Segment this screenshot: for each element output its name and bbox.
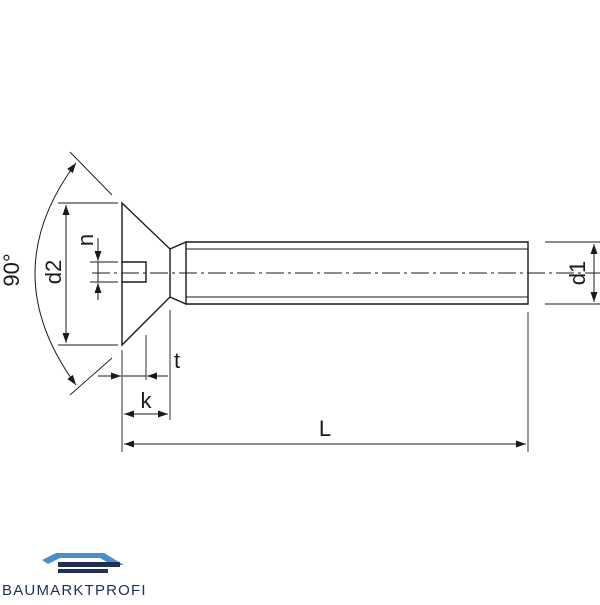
t-label: t — [174, 348, 180, 373]
screw-slot — [122, 261, 147, 283]
n-label: n — [73, 234, 98, 246]
brand-logo: BAUMARKTPROFI — [0, 545, 170, 600]
ext-angle-top — [69, 151, 113, 196]
k-label: k — [141, 388, 153, 413]
L-label: L — [319, 416, 331, 441]
house-roof-icon — [42, 553, 124, 573]
d1-label: d1 — [565, 261, 590, 285]
angle-label: 90° — [0, 253, 24, 286]
d2-label: d2 — [41, 260, 66, 284]
brand-name: BAUMARKTPROFI — [2, 582, 147, 599]
ext-angle-bottom — [69, 357, 113, 396]
angle-dimension-arc — [34, 162, 77, 386]
